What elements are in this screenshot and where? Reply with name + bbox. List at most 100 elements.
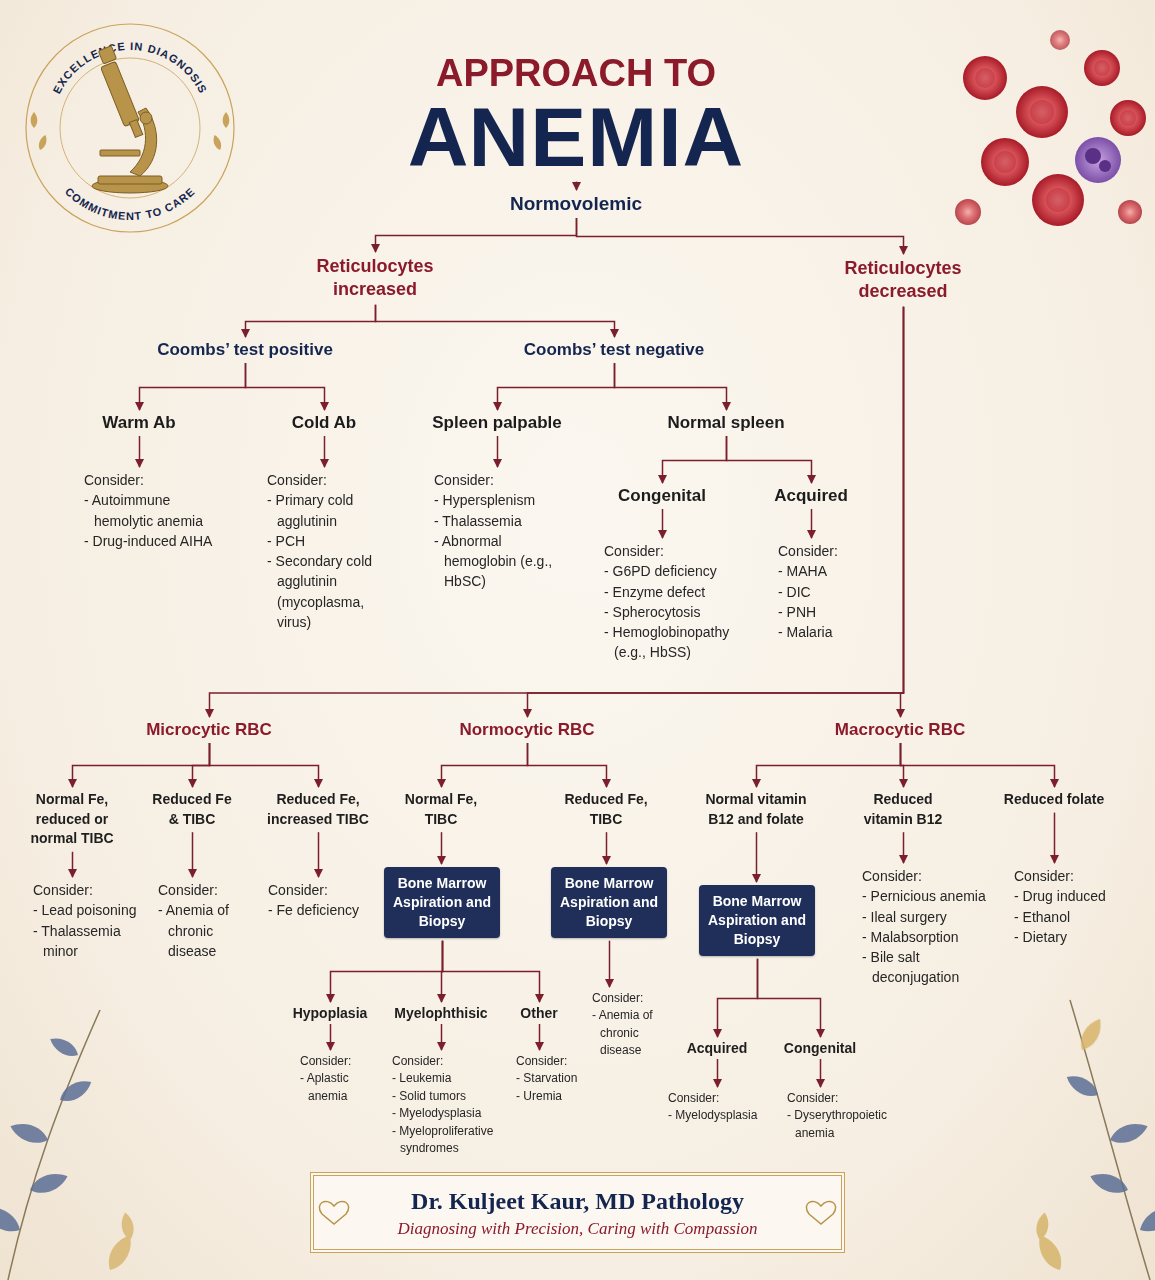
branch-heading: Spleen palpable — [432, 413, 561, 433]
leaf-decoration — [1135, 1200, 1155, 1238]
list-item: - Secondary cold agglutinin (mycoplasma,… — [267, 551, 392, 632]
list-item: - MAHA — [778, 561, 873, 581]
connector-arrow — [210, 307, 904, 717]
connector-arrow — [324, 436, 326, 467]
node-text: Coombs’ test positive — [157, 340, 333, 360]
node-text: Normovolemic — [510, 193, 642, 215]
branch-heading: Acquired — [774, 486, 848, 506]
list-item: - Anemia of chronic disease — [592, 1007, 676, 1059]
connector-arrow — [820, 1059, 822, 1087]
biopsy-box: Bone Marrow Aspiration and Biopsy — [551, 867, 667, 938]
node-text: Consider: — [267, 470, 392, 490]
node-text: Other — [520, 1005, 557, 1021]
list-item: - Uremia — [516, 1088, 588, 1105]
node-text: Consider: — [592, 990, 676, 1007]
blood-cells — [1075, 137, 1121, 183]
list-item: - Enzyme defect — [604, 582, 764, 602]
connector-arrow — [193, 743, 210, 787]
test-heading: Coombs’ test positive — [157, 340, 333, 360]
morphology-heading: Normocytic RBC — [459, 720, 594, 740]
leaf-decoration — [103, 1231, 137, 1274]
connector-arrow — [756, 832, 758, 882]
page-title: APPROACH TO ANEMIA — [376, 18, 776, 178]
node-text: Consider: — [300, 1053, 380, 1070]
branch-heading: Other — [520, 1005, 557, 1021]
connector-arrow — [727, 436, 812, 483]
logo-text: EXCELLENCE IN DIAGNOSIS — [51, 40, 210, 96]
blood-cells — [1110, 100, 1146, 136]
lab-finding: Reduced Fe, increased TIBC — [261, 790, 376, 829]
consider-list: Consider:- Fe deficiency — [268, 880, 378, 921]
biopsy-box: Bone Marrow Aspiration and Biopsy — [384, 867, 500, 938]
list-item: - Myelodysplasia — [668, 1107, 778, 1124]
blood-cells — [1046, 188, 1070, 212]
blood-cells — [1050, 30, 1070, 50]
connector-arrow — [901, 743, 1055, 787]
node-text: Congenital — [784, 1040, 856, 1056]
blood-cells — [1094, 60, 1110, 76]
connector-arrow — [139, 436, 141, 467]
leaf-decoration — [8, 1119, 51, 1148]
footer-backdrop — [806, 1201, 835, 1224]
connector-arrow — [758, 959, 821, 1037]
blood-cells — [1016, 86, 1068, 138]
logo-emblem — [60, 58, 200, 198]
consider-list: Consider:- Leukemia- Solid tumors- Myelo… — [392, 1053, 512, 1157]
list-item: - Malabsorption — [862, 927, 987, 947]
branch-heading: Congenital — [784, 1040, 856, 1056]
branch-heading: Warm Ab — [102, 413, 175, 433]
list-item: - Myelodysplasia — [392, 1105, 512, 1122]
leaf-decoration — [1033, 1231, 1067, 1274]
branch-heading: Cold Ab — [292, 413, 357, 433]
connector-arrow — [718, 959, 758, 1037]
list-item: - Starvation — [516, 1070, 588, 1087]
branch-heading: Congenital — [618, 486, 706, 506]
lab-finding: Reduced folate — [1004, 790, 1104, 810]
list-item: - Ileal surgery — [862, 907, 987, 927]
connector-arrow — [663, 436, 727, 483]
leaf-decoration — [0, 1000, 1155, 1280]
blood-cells — [1032, 174, 1084, 226]
list-item: - Fe deficiency — [268, 900, 378, 920]
connector-arrow — [717, 1059, 719, 1087]
consider-list: Consider:- Drug induced- Ethanol- Dietar… — [1014, 866, 1129, 947]
node-text: Consider: — [392, 1053, 512, 1070]
connector-arrow — [606, 832, 608, 864]
node-text: Congenital — [618, 486, 706, 506]
connector-arrow — [246, 363, 325, 410]
blood-cells — [994, 151, 1016, 173]
laurel — [37, 134, 49, 151]
list-item: - PCH — [267, 531, 392, 551]
list-item: - Lead poisoning — [33, 900, 151, 920]
consider-list: Consider:- Starvation- Uremia — [516, 1053, 588, 1105]
leaf-decoration — [103, 1211, 137, 1274]
node-text: Consider: — [668, 1090, 778, 1107]
microscope-icon — [101, 61, 140, 126]
node-text: Consider: — [604, 541, 764, 561]
list-item: - Ethanol — [1014, 907, 1129, 927]
logo-emblem — [26, 24, 234, 232]
list-item: - Anemia of chronic disease — [158, 900, 253, 961]
connector-arrow — [539, 1024, 541, 1050]
node-text: Reduced Fe & TIBC — [150, 790, 235, 829]
leaf-decoration — [1033, 1015, 1107, 1274]
node-text: Warm Ab — [102, 413, 175, 433]
leaf-decoration — [47, 1033, 81, 1060]
morphology-heading: Microcytic RBC — [146, 720, 272, 740]
leaf-decoration — [27, 1169, 70, 1198]
microscope-icon — [98, 176, 162, 184]
node-text: Dr. Kuljeet Kaur, MD Pathology — [354, 1188, 801, 1215]
biopsy-box: Bone Marrow Aspiration and Biopsy — [699, 885, 815, 956]
blood-cells — [955, 30, 1146, 226]
node-text: Normal Fe, TIBC — [401, 790, 481, 829]
connector-arrow — [330, 1024, 332, 1050]
leaf-decoration — [1088, 1169, 1131, 1198]
logo-emblem: EXCELLENCE IN DIAGNOSIS COMMITMENT TO CA… — [26, 24, 234, 232]
list-item: - G6PD deficiency — [604, 561, 764, 581]
leaf-decoration — [56, 1076, 95, 1107]
node-text: Consider: — [516, 1053, 588, 1070]
node-text: Hypoplasia — [293, 1005, 368, 1021]
leaf-decoration — [8, 1010, 100, 1280]
